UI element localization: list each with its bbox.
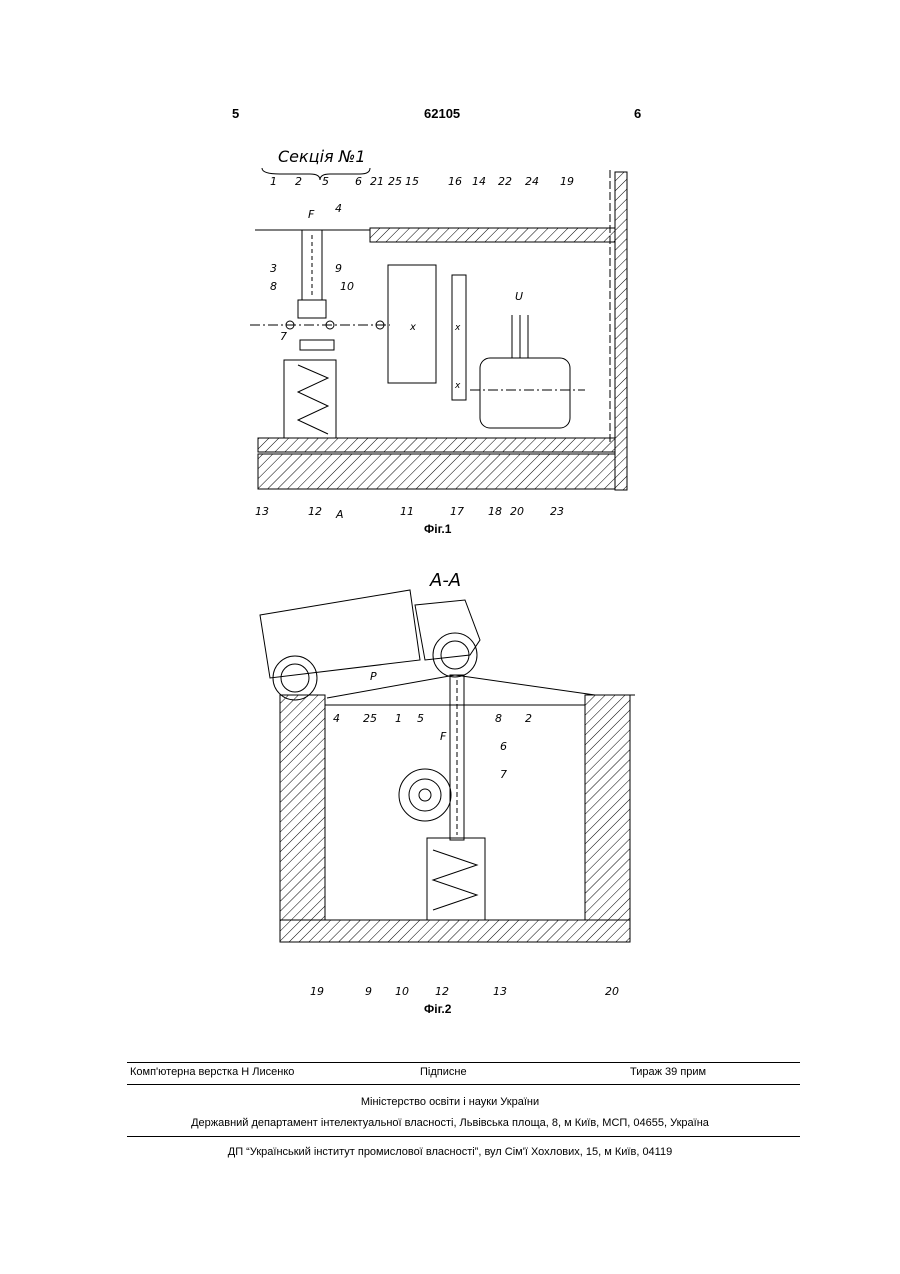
svg-text:20: 20 <box>605 985 619 998</box>
figure-2-caption: Фіг.2 <box>424 1002 451 1016</box>
svg-text:x: x <box>409 322 416 333</box>
figure-2-title: А-А <box>429 570 461 591</box>
svg-text:11: 11 <box>400 505 414 518</box>
signed-label: Підписне <box>420 1066 467 1078</box>
page-number-right: 6 <box>634 106 641 121</box>
svg-text:3: 3 <box>270 262 277 275</box>
svg-text:12: 12 <box>435 985 449 998</box>
footer-rule-bottom <box>127 1136 800 1137</box>
svg-text:1: 1 <box>270 175 277 188</box>
svg-text:9: 9 <box>365 985 372 998</box>
svg-text:23: 23 <box>550 505 564 518</box>
svg-text:2: 2 <box>525 712 532 725</box>
svg-text:9: 9 <box>335 262 342 275</box>
svg-text:4: 4 <box>333 712 340 725</box>
figure-1-title: Секція №1 <box>278 147 366 166</box>
svg-text:14: 14 <box>472 175 486 188</box>
svg-text:6: 6 <box>500 740 507 753</box>
footer-rule-middle <box>127 1084 800 1085</box>
svg-text:25: 25 <box>388 175 402 188</box>
ministry-line: Міністерство освіти і науки України <box>0 1096 900 1108</box>
svg-text:F: F <box>440 730 447 743</box>
svg-text:x: x <box>454 381 461 391</box>
svg-text:1: 1 <box>395 712 402 725</box>
svg-text:21: 21 <box>370 175 384 188</box>
figure-1-caption: Фіг.1 <box>424 522 451 536</box>
svg-text:18: 18 <box>488 505 502 518</box>
patent-number: 62105 <box>424 106 460 121</box>
svg-text:7: 7 <box>280 330 287 343</box>
institute-line: ДП “Український інститут промислової вла… <box>0 1146 900 1158</box>
svg-text:10: 10 <box>395 985 409 998</box>
svg-text:6: 6 <box>355 175 362 188</box>
circulation-label: Тираж 39 прим <box>630 1066 706 1078</box>
svg-text:13: 13 <box>255 505 269 518</box>
svg-text:5: 5 <box>417 712 424 725</box>
svg-text:F: F <box>308 208 315 221</box>
svg-text:24: 24 <box>525 175 539 188</box>
svg-text:5: 5 <box>322 175 329 188</box>
svg-text:19: 19 <box>560 175 574 188</box>
svg-text:U: U <box>515 290 523 303</box>
svg-text:25: 25 <box>363 712 377 725</box>
page-number-left: 5 <box>232 106 239 121</box>
svg-text:17: 17 <box>450 505 464 518</box>
figure-2-drawing: А-А 4 25 1 5 8 2 P F 6 7 19 9 10 12 13 2… <box>245 560 645 1010</box>
footer-rule-top <box>127 1062 800 1063</box>
svg-text:13: 13 <box>493 985 507 998</box>
svg-text:19: 19 <box>310 985 324 998</box>
svg-text:15: 15 <box>405 175 419 188</box>
svg-text:P: P <box>370 670 377 683</box>
svg-text:8: 8 <box>270 280 277 293</box>
svg-text:2: 2 <box>295 175 302 188</box>
svg-text:22: 22 <box>498 175 512 188</box>
svg-text:16: 16 <box>448 175 462 188</box>
svg-text:12: 12 <box>308 505 322 518</box>
svg-text:4: 4 <box>335 202 342 215</box>
figure-1-drawing: Секція №1 x x x 1 2 5 6 21 25 15 16 14 2… <box>240 140 650 530</box>
svg-text:10: 10 <box>340 280 354 293</box>
svg-text:A: A <box>335 508 344 521</box>
svg-text:20: 20 <box>510 505 524 518</box>
department-line: Державний департамент інтелектуальної вл… <box>0 1117 900 1129</box>
svg-text:8: 8 <box>495 712 502 725</box>
typesetting-credit: Комп'ютерна верстка Н Лисенко <box>130 1066 294 1078</box>
svg-text:7: 7 <box>500 768 507 781</box>
svg-text:x: x <box>454 323 461 333</box>
